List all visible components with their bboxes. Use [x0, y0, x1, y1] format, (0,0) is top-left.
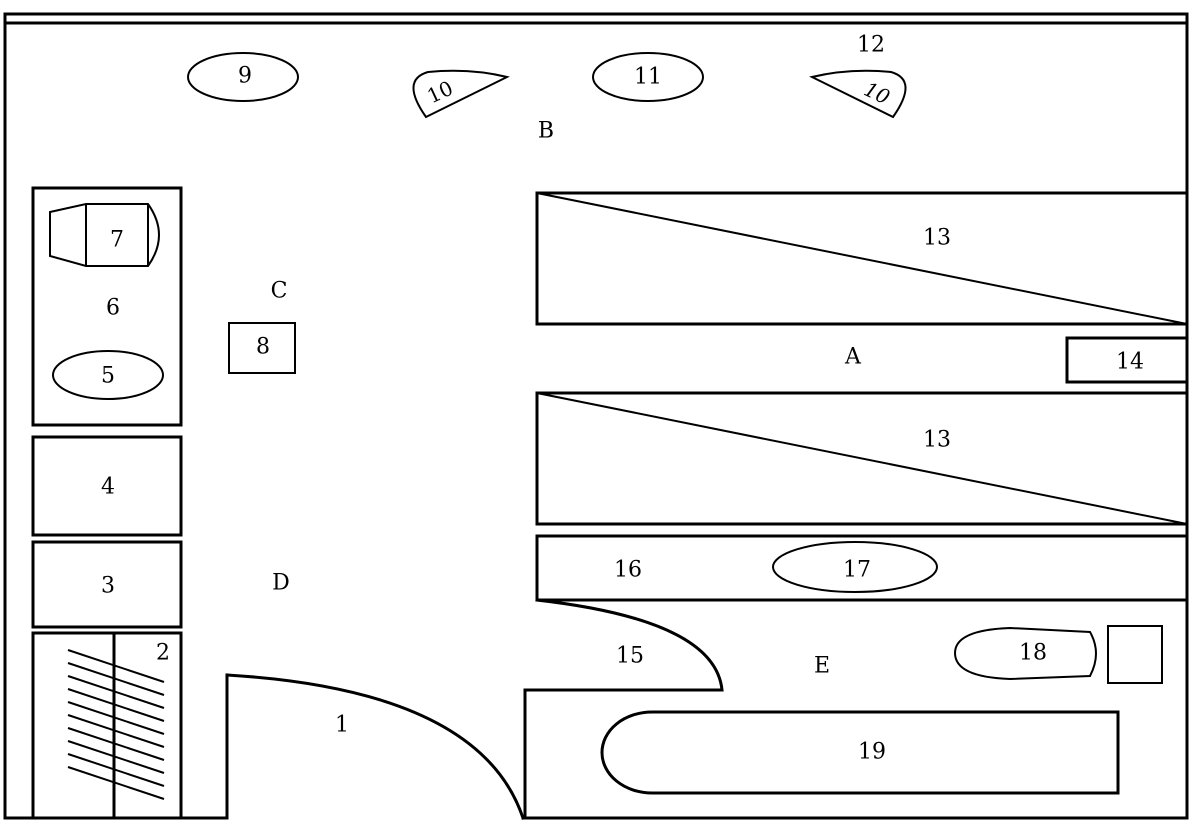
entrance-door	[225, 673, 525, 820]
label-4: 4	[101, 475, 115, 500]
label-14: 14	[1116, 350, 1144, 375]
label-1: 1	[335, 713, 349, 738]
item-13-rack-bottom	[535, 391, 1189, 526]
outer-walls	[3, 12, 1189, 820]
item-17-ellipse	[772, 541, 938, 593]
item-18-shape	[953, 626, 1097, 681]
stairs	[31, 631, 183, 820]
zone-label-b: B	[538, 119, 554, 144]
zone-label-c: C	[271, 279, 288, 304]
label-12: 12	[857, 33, 885, 58]
label-13-bottom: 13	[923, 428, 951, 453]
item-9-ellipse	[187, 52, 299, 102]
label-15: 15	[616, 644, 644, 669]
label-19: 19	[858, 740, 886, 765]
zone-label-e: E	[814, 654, 830, 679]
label-11: 11	[634, 65, 662, 90]
item-13-rack-top	[535, 191, 1189, 326]
item-7-shape	[49, 203, 160, 267]
room-16	[535, 534, 1189, 602]
label-2: 2	[156, 641, 170, 666]
item-11-ellipse	[592, 52, 704, 102]
zone-label-a: A	[844, 345, 862, 370]
label-8: 8	[256, 335, 270, 360]
zone-e-walls	[523, 598, 724, 820]
room-6	[31, 186, 183, 427]
item-10-left-shape	[412, 69, 510, 119]
zone-label-d: D	[272, 571, 290, 596]
label-5: 5	[101, 364, 115, 389]
label-6: 6	[106, 296, 120, 321]
label-3: 3	[101, 574, 115, 599]
item-19-shape	[600, 710, 1120, 795]
label-16: 16	[614, 558, 642, 583]
item-10-right-shape	[809, 69, 907, 119]
room-3	[31, 540, 183, 629]
label-18: 18	[1019, 641, 1047, 666]
room-4	[31, 435, 183, 537]
item-8-box	[228, 322, 296, 374]
label-13-top: 13	[923, 226, 951, 251]
label-9: 9	[238, 64, 252, 89]
item-5-ellipse	[52, 350, 164, 400]
item-14-box	[1065, 336, 1189, 384]
label-7: 7	[110, 228, 124, 253]
label-17: 17	[843, 558, 871, 583]
item-18-side-box	[1107, 625, 1163, 684]
